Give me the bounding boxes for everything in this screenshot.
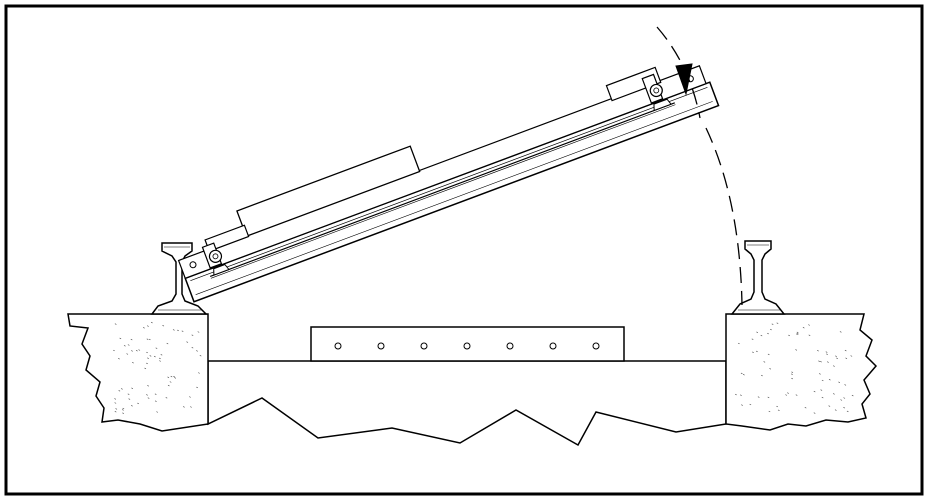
plate-hole xyxy=(377,342,385,350)
plate-hole xyxy=(592,342,600,350)
plate-hole xyxy=(549,342,557,350)
right-clamp xyxy=(641,73,672,112)
plate-holes xyxy=(334,342,600,350)
right-rail xyxy=(730,240,786,315)
plate-hole xyxy=(463,342,471,350)
left-clamp xyxy=(201,242,230,276)
plate-hole xyxy=(420,342,428,350)
plate-hole xyxy=(506,342,514,350)
left-ground-block xyxy=(67,313,209,432)
right-ground-block xyxy=(725,313,878,431)
plate-hole xyxy=(334,342,342,350)
bolted-plate xyxy=(310,326,625,362)
left-rail xyxy=(150,242,208,315)
tilted-beam-assembly xyxy=(177,65,720,303)
arc-arrowhead xyxy=(675,63,693,96)
